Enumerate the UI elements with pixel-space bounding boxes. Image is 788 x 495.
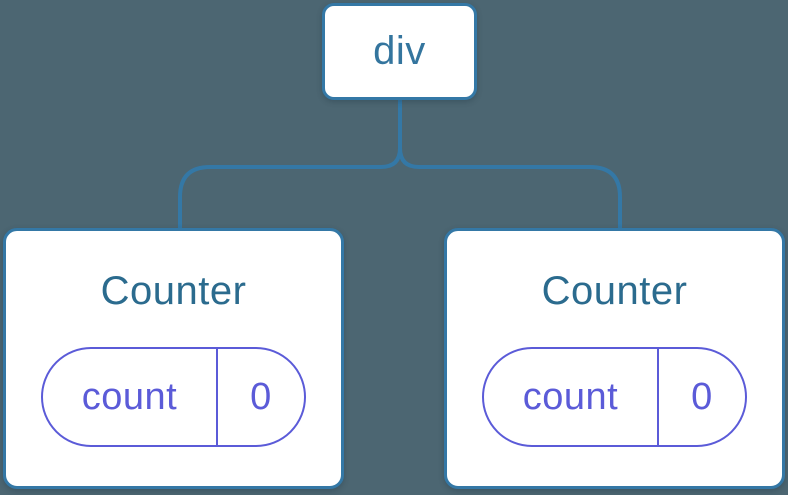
root-node-label: div bbox=[373, 29, 426, 73]
connector-left-branch bbox=[178, 100, 402, 230]
state-value-label: 0 bbox=[250, 375, 272, 418]
state-value-label: 0 bbox=[691, 375, 713, 418]
component-title: Counter bbox=[541, 269, 688, 313]
counter-card-left: Counter count 0 bbox=[3, 228, 344, 489]
state-value-cell: 0 bbox=[218, 349, 304, 445]
state-value-cell: 0 bbox=[659, 349, 745, 445]
connector-right-branch bbox=[398, 100, 622, 230]
counter-card-right: Counter count 0 bbox=[444, 228, 785, 489]
root-node-div: div bbox=[322, 3, 477, 100]
state-key-label: count bbox=[522, 375, 619, 418]
state-key-label: count bbox=[81, 375, 178, 418]
state-key-cell: count bbox=[484, 349, 659, 445]
state-key-cell: count bbox=[43, 349, 218, 445]
state-pill: count 0 bbox=[41, 347, 306, 447]
component-title: Counter bbox=[100, 269, 247, 313]
state-pill: count 0 bbox=[482, 347, 747, 447]
